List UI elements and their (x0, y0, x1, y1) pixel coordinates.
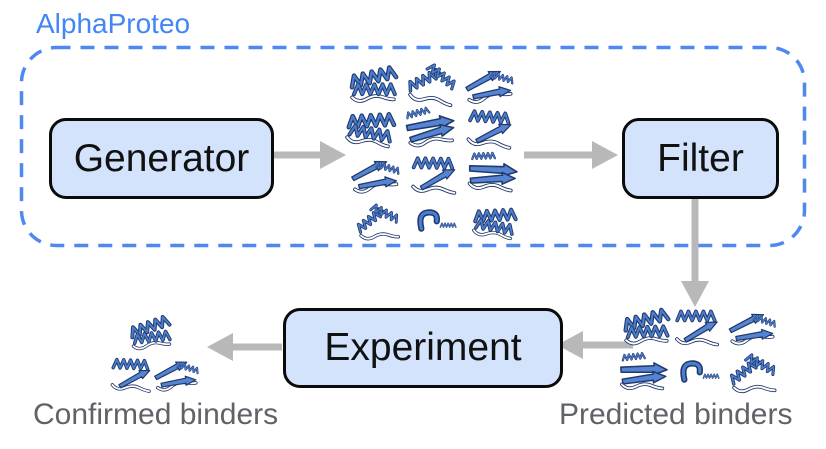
protein-structure-icon (152, 357, 201, 391)
protein-structure-icon (466, 108, 515, 149)
protein-structure-icon (349, 156, 402, 193)
experiment-box: Experiment (283, 308, 563, 388)
protein-structure-icon (110, 357, 153, 392)
filter-box: Filter (622, 118, 779, 199)
generator-box-label: Generator (73, 136, 250, 180)
protein-structure-icon (349, 66, 398, 103)
arrow-experiment-to-confirmed (207, 333, 282, 361)
protein-structure-icon (353, 200, 403, 245)
protein-structure-icon (466, 149, 520, 195)
protein-structure-icon (462, 66, 516, 104)
protein-structure-icon (622, 309, 670, 346)
protein-structure-icon (726, 350, 780, 397)
arrows (207, 141, 709, 361)
protein-structure-icon (406, 106, 456, 147)
arrow-candidates-to-filter (524, 141, 618, 169)
alphaproteo-frame (19, 45, 807, 248)
protein-structure-icon (406, 62, 458, 107)
confirmed-binders-cluster (110, 315, 200, 392)
protein-structure-icon (683, 363, 718, 379)
experiment-box-label: Experiment (324, 326, 522, 369)
filter-box-label: Filter (657, 136, 744, 180)
generator-box: Generator (49, 118, 274, 199)
protein-structure-icon (128, 315, 173, 351)
protein-structure-icon (619, 351, 669, 393)
protein-structure-icon (345, 109, 395, 147)
protein-structure-icon (472, 205, 516, 239)
confirmed-binders-caption: Confirmed binders (33, 398, 279, 431)
protein-structure-icon (420, 212, 455, 228)
arrow-predicted-to-experiment (557, 331, 633, 359)
generated-candidates-cluster (345, 62, 519, 245)
protein-structure-icon (411, 155, 458, 193)
predicted-binders-caption: Predicted binders (559, 398, 793, 431)
predicted-binders-cluster (619, 309, 780, 398)
alphaproteo-label: AlphaProteo (36, 8, 191, 39)
protein-structure-icon (675, 309, 720, 346)
protein-structure-icon (726, 310, 777, 345)
arrow-filter-to-predicted (681, 196, 709, 307)
arrow-generator-to-candidates (271, 141, 346, 169)
